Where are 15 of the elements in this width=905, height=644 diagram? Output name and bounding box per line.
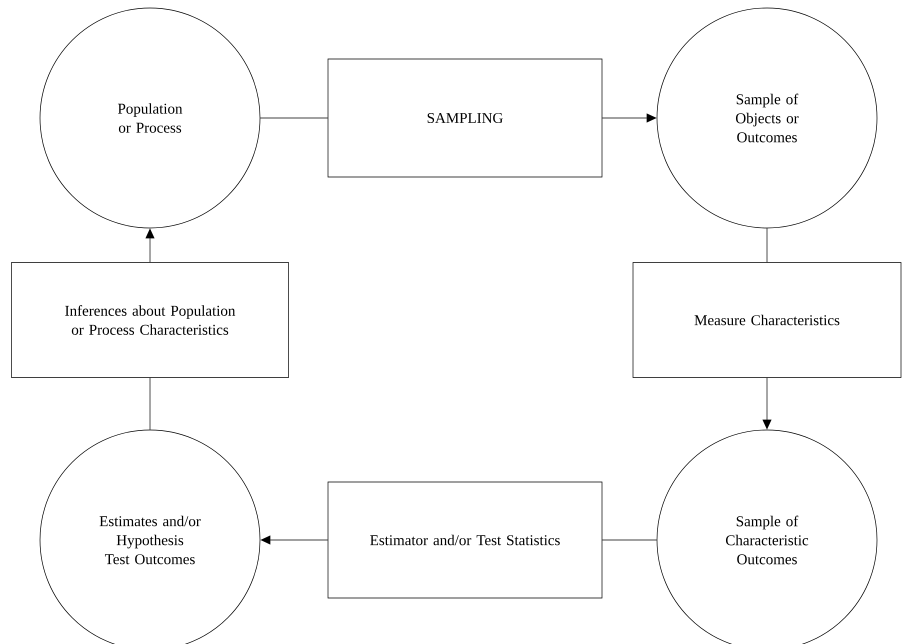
node-text: Inferences about Population or Process Characteristics [65,305,236,335]
node-text: SAMPLING [428,112,503,124]
node-text: Estimator and/or Test Statistics [370,534,560,546]
node-text: Population or Process [118,103,182,133]
process-box [328,58,602,178]
connector-line [766,228,768,262]
process-box [328,482,602,598]
process-box [11,262,289,378]
node-text: Measure Characteristics [694,314,840,326]
node-text: Sample of Objects or Outcomes [736,94,799,142]
circle-node [40,8,260,228]
circle-node [656,8,878,228]
process-box [632,262,902,378]
node-text: Estimates and/or Hypothesis Test Outcomes [100,516,201,564]
node-text: Sample of Characteristic Outcomes [726,516,808,564]
